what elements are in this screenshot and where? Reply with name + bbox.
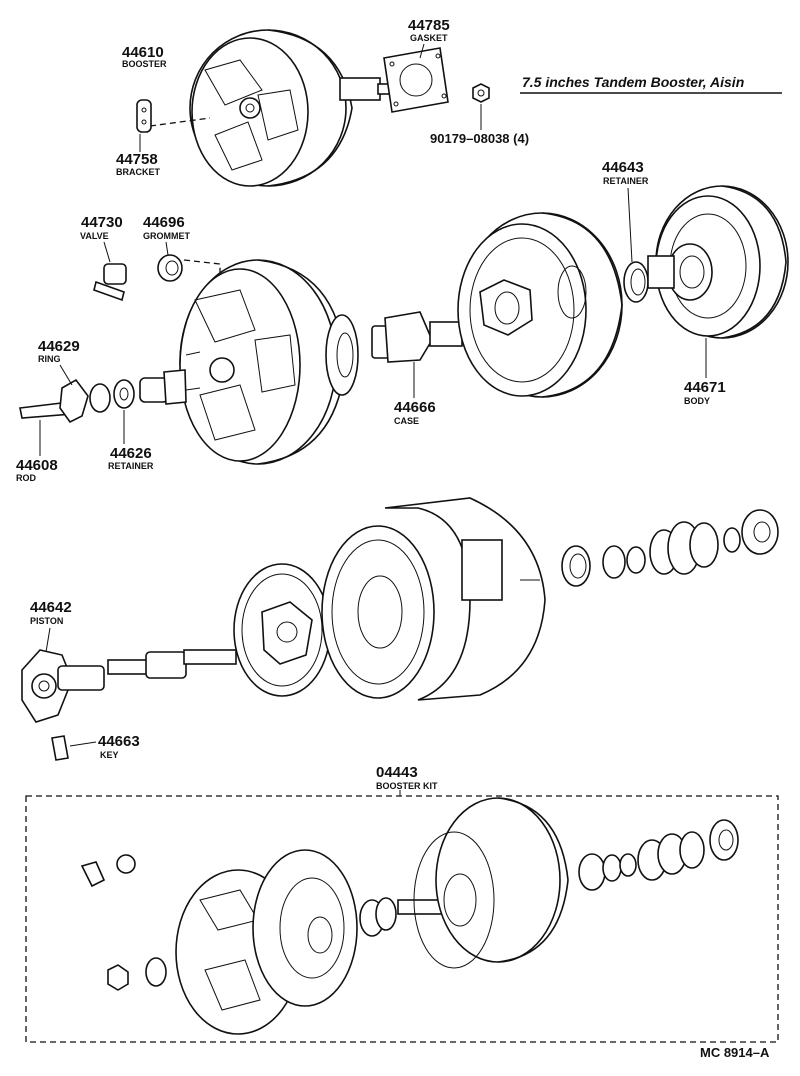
tandem-housing-drawing	[384, 497, 546, 701]
label-retainer-number: 44626	[110, 445, 152, 462]
label-booster-kit-number: 04443	[376, 764, 418, 781]
kit-parts-drawing	[80, 797, 739, 1035]
valve-drawing	[93, 263, 127, 302]
label-nut-number: 90179–08038 (4)	[430, 131, 529, 146]
center-shell-drawing	[321, 525, 435, 699]
label-bracket-number: 44758	[116, 151, 158, 168]
front-seal-drawing	[561, 545, 646, 587]
label-case-name: CASE	[394, 416, 419, 426]
diaphragm-plate-drawing	[233, 563, 331, 697]
label-valve-name: VALVE	[80, 231, 109, 241]
label-retainer-name: RETAINER	[108, 461, 154, 471]
label-booster-kit-name: BOOSTER KIT	[376, 781, 438, 791]
key-drawing	[51, 735, 69, 761]
label-grommet-name: GROMMET	[143, 231, 190, 241]
label-case-number: 44666	[394, 399, 436, 416]
gasket-drawing	[383, 47, 449, 113]
label-piston-name: PISTON	[30, 616, 63, 626]
drawing-code: MC 8914–A	[700, 1045, 770, 1060]
body-drawing	[647, 185, 789, 339]
booster-assembly-drawing	[149, 29, 393, 187]
label-retainer-top-number: 44643	[602, 159, 644, 176]
label-valve-number: 44730	[81, 214, 123, 231]
label-key-name: KEY	[100, 750, 119, 760]
label-piston-number: 44642	[30, 599, 72, 616]
retainer-ring-drawing	[623, 261, 649, 303]
case-drawing	[371, 311, 463, 363]
diagram-title: 7.5 inches Tandem Booster, Aisin	[522, 74, 744, 90]
label-body-number: 44671	[684, 379, 726, 396]
booster-kit-frame	[25, 795, 779, 1043]
seal-drawing	[325, 314, 359, 396]
piston-drawing	[21, 649, 105, 723]
label-rod-number: 44608	[16, 457, 58, 474]
label-retainer-top-name: RETAINER	[603, 176, 649, 186]
nut-drawing	[472, 83, 490, 103]
label-gasket-name: GASKET	[410, 33, 448, 43]
label-booster-name: BOOSTER	[122, 59, 167, 69]
rear-shell-drawing	[457, 212, 623, 398]
label-gasket-number: 44785	[408, 17, 450, 34]
front-shell-drawing	[179, 259, 346, 465]
label-bracket-name: BRACKET	[116, 167, 161, 177]
label-grommet-number: 44696	[143, 214, 185, 231]
label-key-number: 44663	[98, 733, 140, 750]
label-ring-number: 44629	[38, 338, 80, 355]
label-booster-number: 44610	[122, 44, 164, 61]
push-rod-drawing	[19, 369, 187, 424]
label-rod-name: ROD	[16, 473, 37, 483]
label-ring-name: RING	[38, 354, 61, 364]
spring-stack-drawing	[649, 509, 779, 575]
piston-rod-drawing	[107, 649, 237, 679]
bracket-drawing	[136, 99, 152, 133]
label-body-name: BODY	[684, 396, 710, 406]
